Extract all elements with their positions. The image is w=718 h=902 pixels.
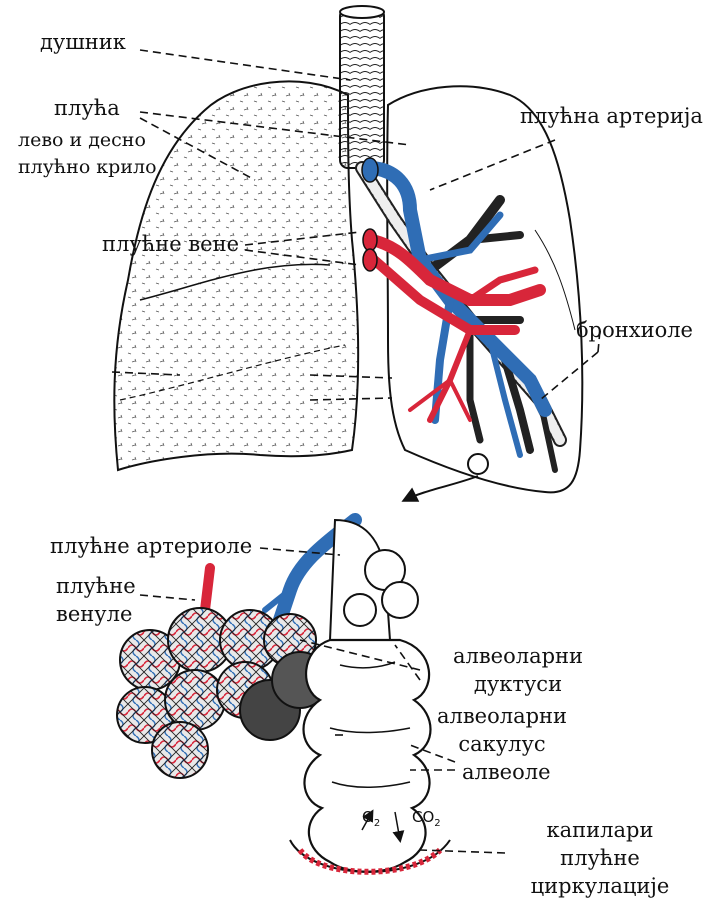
label-ducts-2: дуктуси	[428, 672, 608, 697]
label-o2: O2	[362, 808, 380, 830]
capillary-cluster	[117, 608, 328, 778]
label-arterioles: плућне артериоле	[50, 534, 252, 559]
label-o2-sub: 2	[374, 818, 380, 829]
label-sac-1: алвеоларни	[412, 704, 592, 729]
label-bronchioles: бронхиоле	[576, 318, 693, 343]
label-trachea: душник	[40, 30, 126, 55]
trachea	[340, 6, 384, 168]
label-pulmonary-artery: плућна артерија	[520, 104, 703, 129]
label-venules-2: венуле	[56, 602, 132, 627]
label-ducts-1: алвеоларни	[428, 644, 608, 669]
label-lungs-sub2: плућно крило	[18, 156, 157, 179]
label-pulmonary-veins: плућне вене	[102, 232, 239, 257]
right-lung	[114, 81, 358, 470]
label-lungs-sub1: лево и десно	[18, 129, 146, 152]
label-o2-text: O	[362, 808, 374, 826]
label-capillaries-1: капилари	[510, 818, 690, 843]
label-co2-sub: 2	[434, 818, 440, 829]
label-co2-text: CO	[412, 808, 434, 826]
label-capillaries-2: плућне	[510, 846, 690, 871]
label-capillaries-3: циркулације	[510, 874, 690, 899]
label-venules-1: плућне	[56, 574, 136, 599]
label-sac-2: сакулус	[412, 732, 592, 757]
label-co2: CO2	[412, 808, 441, 830]
label-lungs: плућа	[54, 96, 120, 121]
label-alveoli: алвеоле	[462, 760, 551, 785]
